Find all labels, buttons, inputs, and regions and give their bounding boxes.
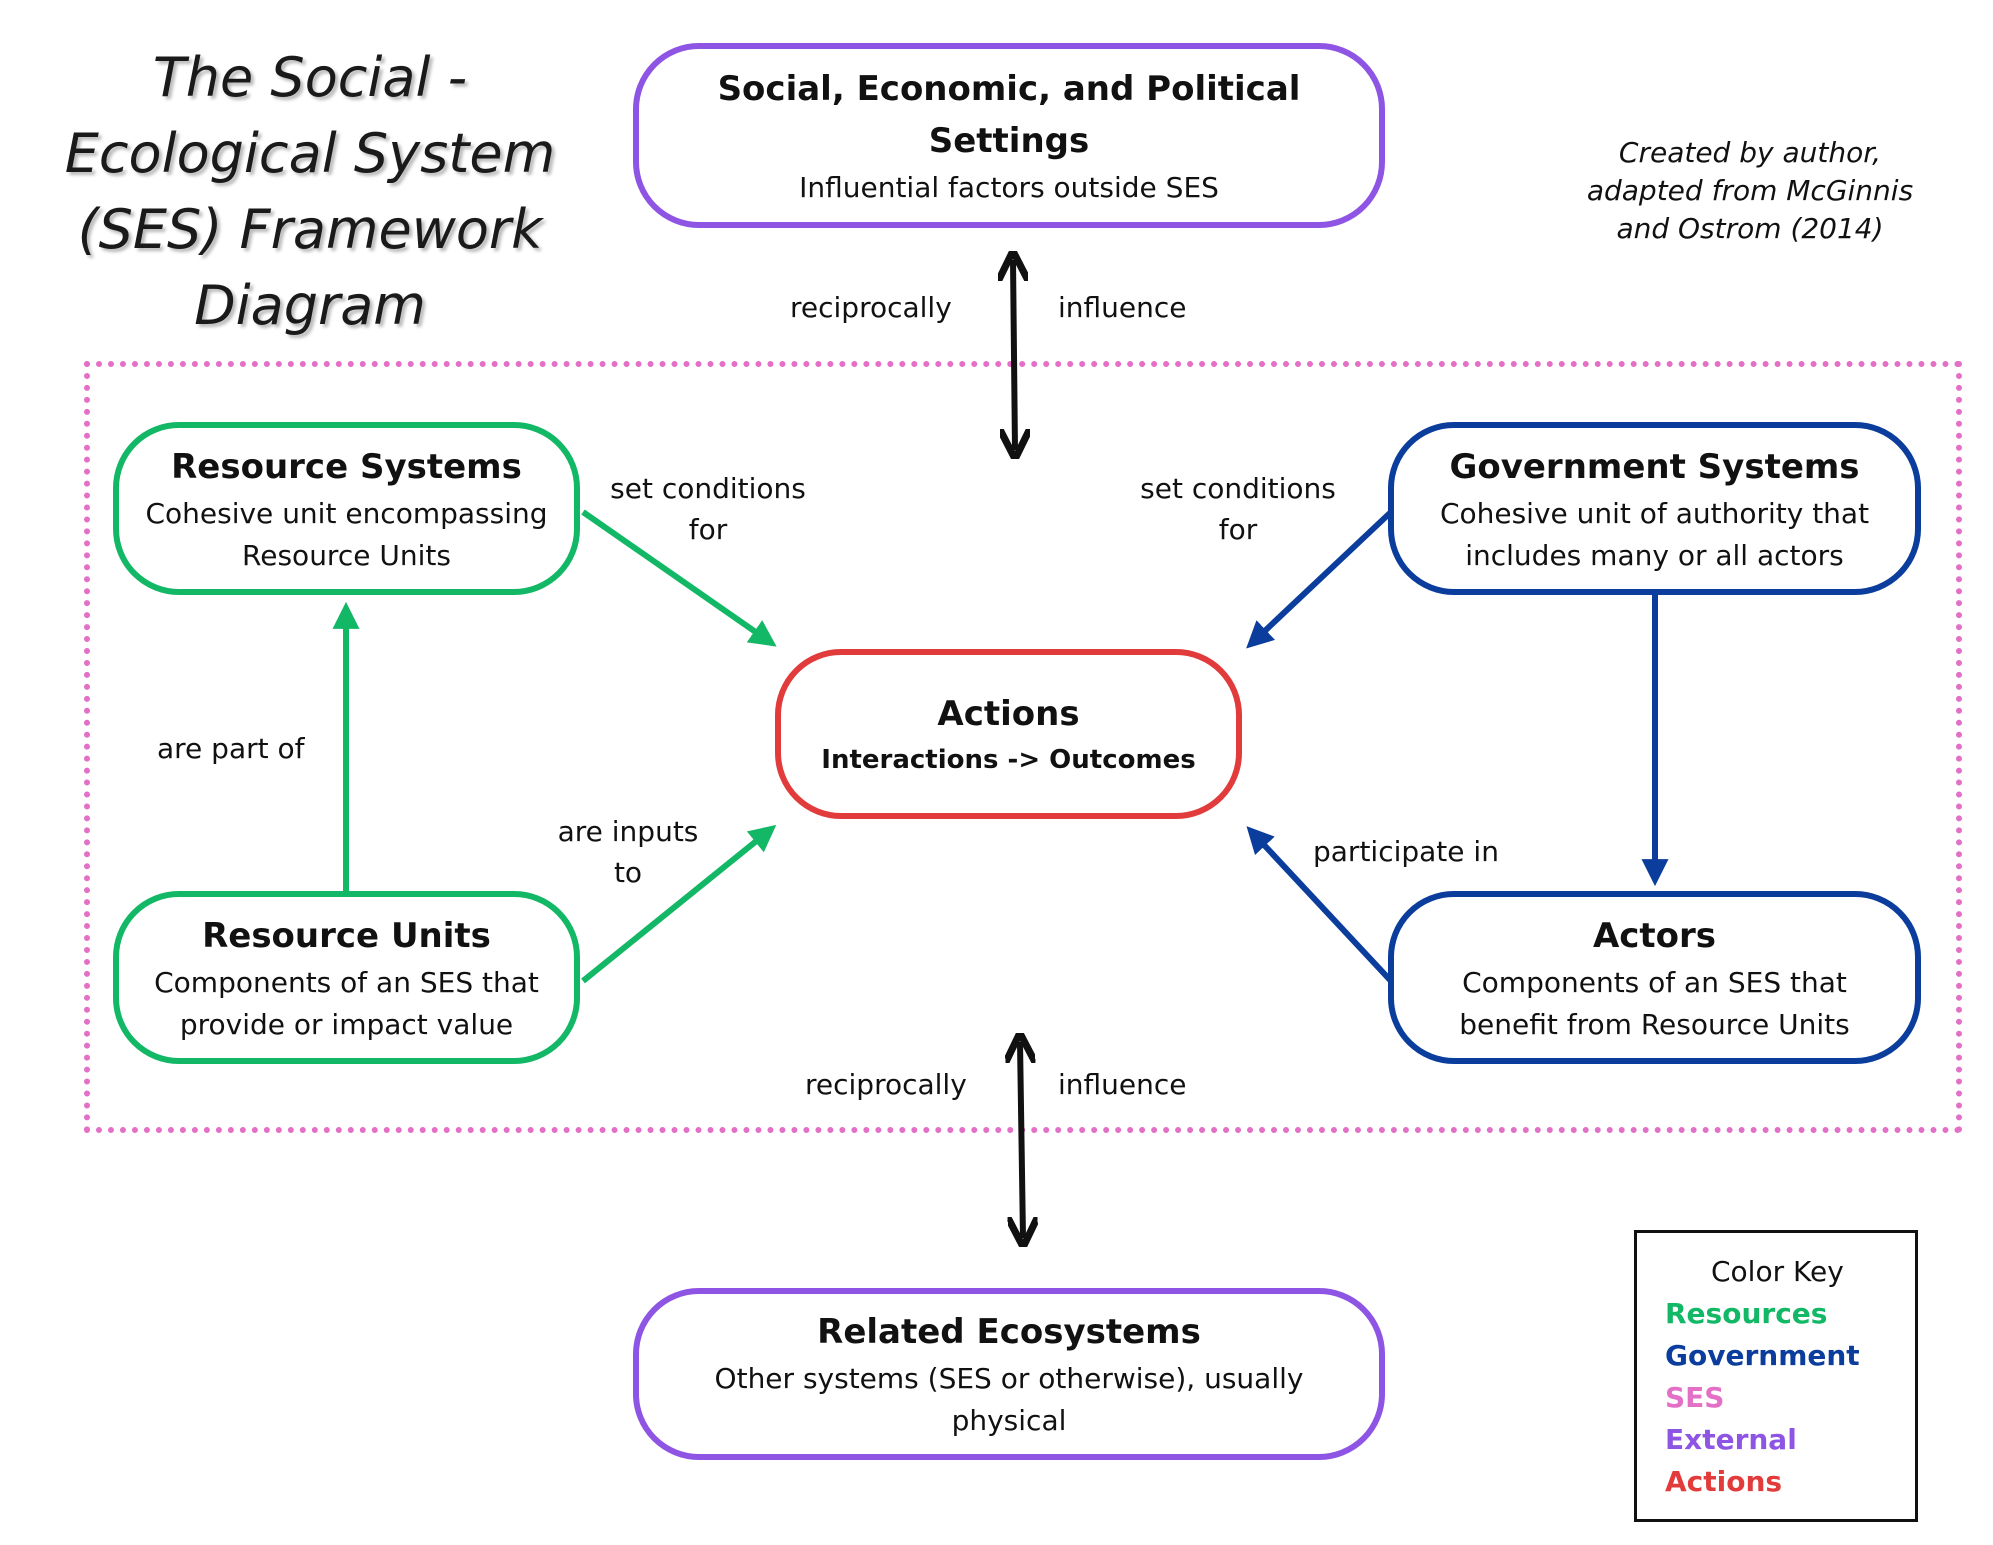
color-key-title: Color Key bbox=[1711, 1255, 1844, 1288]
bottom-double-arrow bbox=[1020, 1042, 1023, 1238]
color-key-item-actions: Actions bbox=[1665, 1465, 1783, 1498]
credit-line: Created by author, bbox=[1618, 136, 1882, 169]
node-description: Influential factors outside SES bbox=[799, 170, 1219, 204]
edge-label-line: for bbox=[1218, 513, 1258, 546]
node-resource-units: Resource Units Components of an SES that… bbox=[113, 891, 580, 1064]
edge-label-line: set conditions bbox=[610, 472, 806, 505]
node-title: Actors bbox=[1592, 915, 1717, 956]
edge-label-actors-actions: participate in bbox=[1313, 835, 1499, 868]
color-key-item-resources: Resources bbox=[1665, 1297, 1828, 1330]
node-related-ecosystems: Related Ecosystems Other systems (SES or… bbox=[633, 1288, 1385, 1460]
color-key: Color Key Resources Government SES Exter… bbox=[1634, 1230, 1918, 1522]
node-description: Components of an SES that benefit from R… bbox=[1459, 965, 1850, 1041]
edge-label-bottom-left: reciprocally bbox=[805, 1068, 967, 1101]
color-key-item-external: External bbox=[1665, 1423, 1797, 1456]
node-actors: Actors Components of an SES that benefit… bbox=[1388, 891, 1921, 1064]
title-line: Ecological System bbox=[64, 122, 556, 185]
edge-label-line: to bbox=[613, 856, 643, 889]
node-title: Government Systems bbox=[1449, 446, 1860, 487]
diagram-title: The Social - Ecological System (SES) Fra… bbox=[50, 40, 570, 344]
edge-label-ru-rs: are part of bbox=[157, 732, 305, 765]
edge-label-rs-actions: set conditions for bbox=[598, 468, 818, 550]
node-resource-systems: Resource Systems Cohesive unit encompass… bbox=[113, 422, 580, 595]
color-key-item-government: Government bbox=[1665, 1339, 1860, 1372]
node-title: Social, Economic, and Political Settings bbox=[717, 68, 1301, 161]
node-title: Resource Systems bbox=[171, 446, 522, 487]
edge-label-ru-actions: are inputs to bbox=[543, 811, 713, 893]
color-key-item-ses: SES bbox=[1665, 1381, 1725, 1414]
credit-note: Created by author, adapted from McGinnis… bbox=[1540, 134, 1960, 248]
edge-label-top-right: influence bbox=[1058, 291, 1187, 324]
title-line: Diagram bbox=[194, 274, 426, 337]
edge-label-line: set conditions bbox=[1140, 472, 1336, 505]
title-line: (SES) Framework bbox=[77, 198, 543, 261]
credit-line: adapted from McGinnis bbox=[1586, 174, 1914, 207]
node-title: Related Ecosystems bbox=[817, 1312, 1201, 1352]
node-description: Cohesive unit encompassing Resource Unit… bbox=[145, 496, 548, 572]
edge-label-gs-actions: set conditions for bbox=[1128, 468, 1348, 550]
edge-label-top-left: reciprocally bbox=[790, 291, 952, 324]
node-description: Components of an SES that provide or imp… bbox=[154, 965, 539, 1041]
top-double-arrow bbox=[1013, 260, 1015, 450]
node-description: Cohesive unit of authority that includes… bbox=[1439, 496, 1870, 572]
node-description: Interactions -> Outcomes bbox=[821, 745, 1196, 775]
node-description: Other systems (SES or otherwise), usuall… bbox=[714, 1362, 1304, 1437]
node-settings: Social, Economic, and Political Settings… bbox=[633, 43, 1385, 228]
node-title: Resource Units bbox=[202, 915, 491, 956]
edge-label-bottom-right: influence bbox=[1058, 1068, 1187, 1101]
rs-to-actions-arrow bbox=[581, 509, 777, 647]
credit-line: and Ostrom (2014) bbox=[1616, 212, 1884, 245]
actors-to-actions-arrow bbox=[1246, 826, 1394, 984]
ru-to-actions-arrow bbox=[581, 824, 777, 984]
node-government-systems: Government Systems Cohesive unit of auth… bbox=[1388, 422, 1921, 595]
edge-label-line: are inputs bbox=[557, 815, 699, 848]
title-line: The Social - bbox=[152, 46, 468, 109]
gs-to-actions-arrow bbox=[1246, 509, 1394, 649]
node-title: Actions bbox=[937, 694, 1080, 734]
edge-label-line: for bbox=[688, 513, 728, 546]
node-actions: Actions Interactions -> Outcomes bbox=[775, 649, 1242, 819]
